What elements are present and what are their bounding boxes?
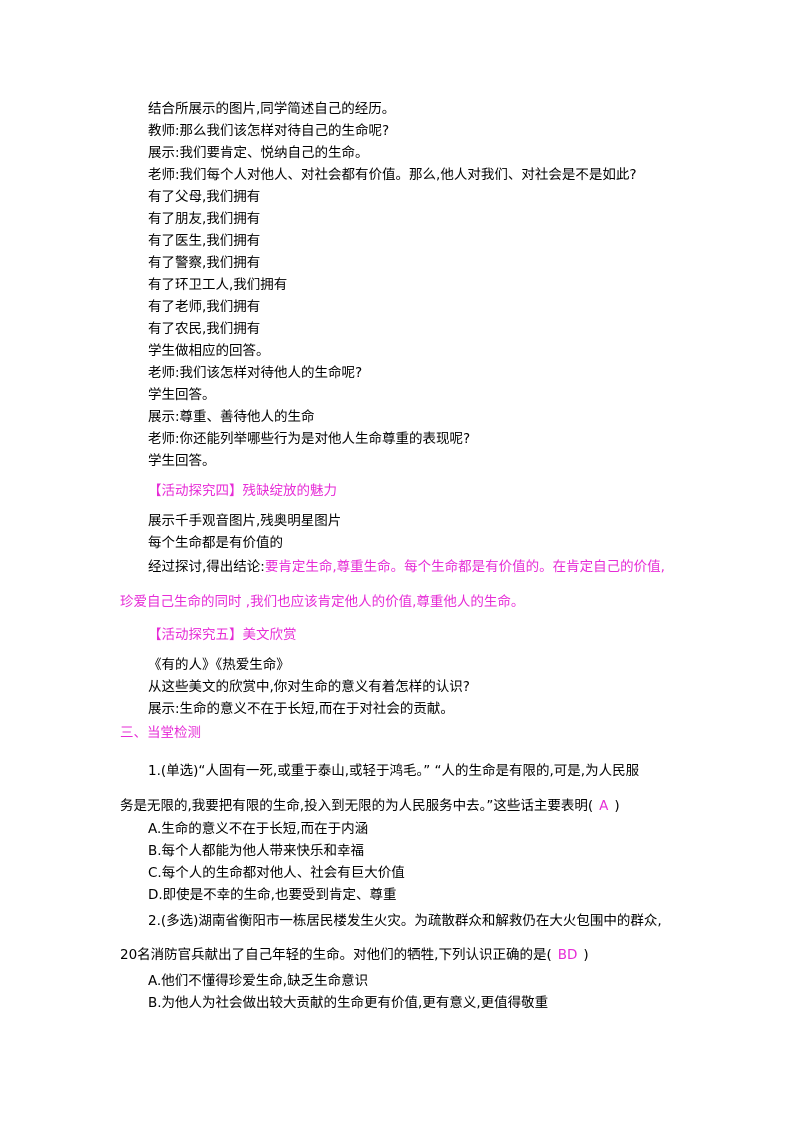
text-line: 有了医生,我们拥有 [148,233,261,249]
section-heading-activity-5: 【活动探究五】美文欣赏 [148,627,297,643]
conclusion-highlight: 要肯定生命,尊重生命。每个生命都是有价值的。在肯定自己的价值, [264,559,665,575]
text-line: 展示:生命的意义不在于长短,而在于对社会的贡献。 [148,701,454,717]
section-heading-classroom-test: 三、当堂检测 [120,725,201,741]
text-line: 有了老师,我们拥有 [148,299,261,315]
question-1-option-c: C.每个人的生命都对他人、社会有巨大价值 [148,865,405,881]
conclusion-highlight-cont: 珍爱自己生命的同时 ,我们也应该肯定他人的价值,尊重他人的生命。 [120,594,525,610]
text-line: 有了环卫工人,我们拥有 [148,277,288,293]
question-2-option-b: B.为他人为社会做出较大贡献的生命更有价值,更有意义,更值得敬重 [148,995,549,1011]
question-1-stem: 1.(单选)“人固有一死,或重于泰山,或轻于鸿毛。” “人的生命是有限的,可是,… [148,763,640,779]
text-line: 有了父母,我们拥有 [148,189,261,205]
question-2-stem-cont: 20名消防官兵献出了自己年轻的生命。对他们的牺牲,下列认识正确的是( BD) [120,946,589,964]
question-2-stem: 2.(多选)湖南省衡阳市一栋居民楼发生火灾。为疏散群众和解救仍在大火包围中的群众… [148,913,662,929]
conclusion-prefix: 经过探讨,得出结论: [148,559,265,575]
text-line: 教师:那么我们该怎样对待自己的生命呢? [148,123,390,139]
question-1-stem-cont: 务是无限的,我要把有限的生命,投入到无限的为人民服务中去。”这些话主要表明( A) [120,797,620,815]
text-line: 结合所展示的图片,同学简述自己的经历。 [148,101,396,117]
text-line: 学生回答。 [148,387,216,403]
question-2-close: ) [583,947,589,963]
question-2-option-a: A.他们不懂得珍爱生命,缺乏生命意识 [148,973,369,989]
question-1-text: 务是无限的,我要把有限的生命,投入到无限的为人民服务中去。”这些话主要表明( [120,798,594,814]
text-line: 有了农民,我们拥有 [148,321,261,337]
question-1-option-a: A.生命的意义不在于长短,而在于内涵 [148,821,369,837]
text-line: 从这些美文的欣赏中,你对生命的意义有着怎样的认识? [148,679,470,695]
text-line: 展示:我们要肯定、悦纳自己的生命。 [148,145,369,161]
section-heading-activity-4: 【活动探究四】残缺绽放的魅力 [148,483,337,499]
text-line: 老师:我们该怎样对待他人的生命呢? [148,365,363,381]
text-line: 展示:尊重、善待他人的生命 [148,409,315,425]
text-line: 有了警察,我们拥有 [148,255,261,271]
question-2-answer: BD [557,947,578,963]
question-1-answer: A [599,798,609,814]
question-1-option-b: B.每个人都能为他人带来快乐和幸福 [148,843,365,859]
text-line: 《有的人》《热爱生命》 [148,657,290,673]
text-line: 老师:我们每个人对他人、对社会都有价值。那么,他人对我们、对社会是不是如此? [148,167,637,183]
question-1-option-d: D.即使是不幸的生命,也要受到肯定、尊重 [148,887,397,903]
question-1-close: ) [614,798,620,814]
text-line: 有了朋友,我们拥有 [148,211,261,227]
question-2-text: 20名消防官兵献出了自己年轻的生命。对他们的牺牲,下列认识正确的是( [120,947,552,963]
text-line: 老师:你还能列举哪些行为是对他人生命尊重的表现呢? [148,431,471,447]
text-line: 每个生命都是有价值的 [148,535,283,551]
text-line: 展示千手观音图片,残奥明星图片 [148,513,342,529]
text-line: 学生回答。 [148,453,216,469]
text-line: 学生做相应的回答。 [148,343,270,359]
conclusion-line: 经过探讨,得出结论:要肯定生命,尊重生命。每个生命都是有价值的。在肯定自己的价值… [148,558,665,576]
